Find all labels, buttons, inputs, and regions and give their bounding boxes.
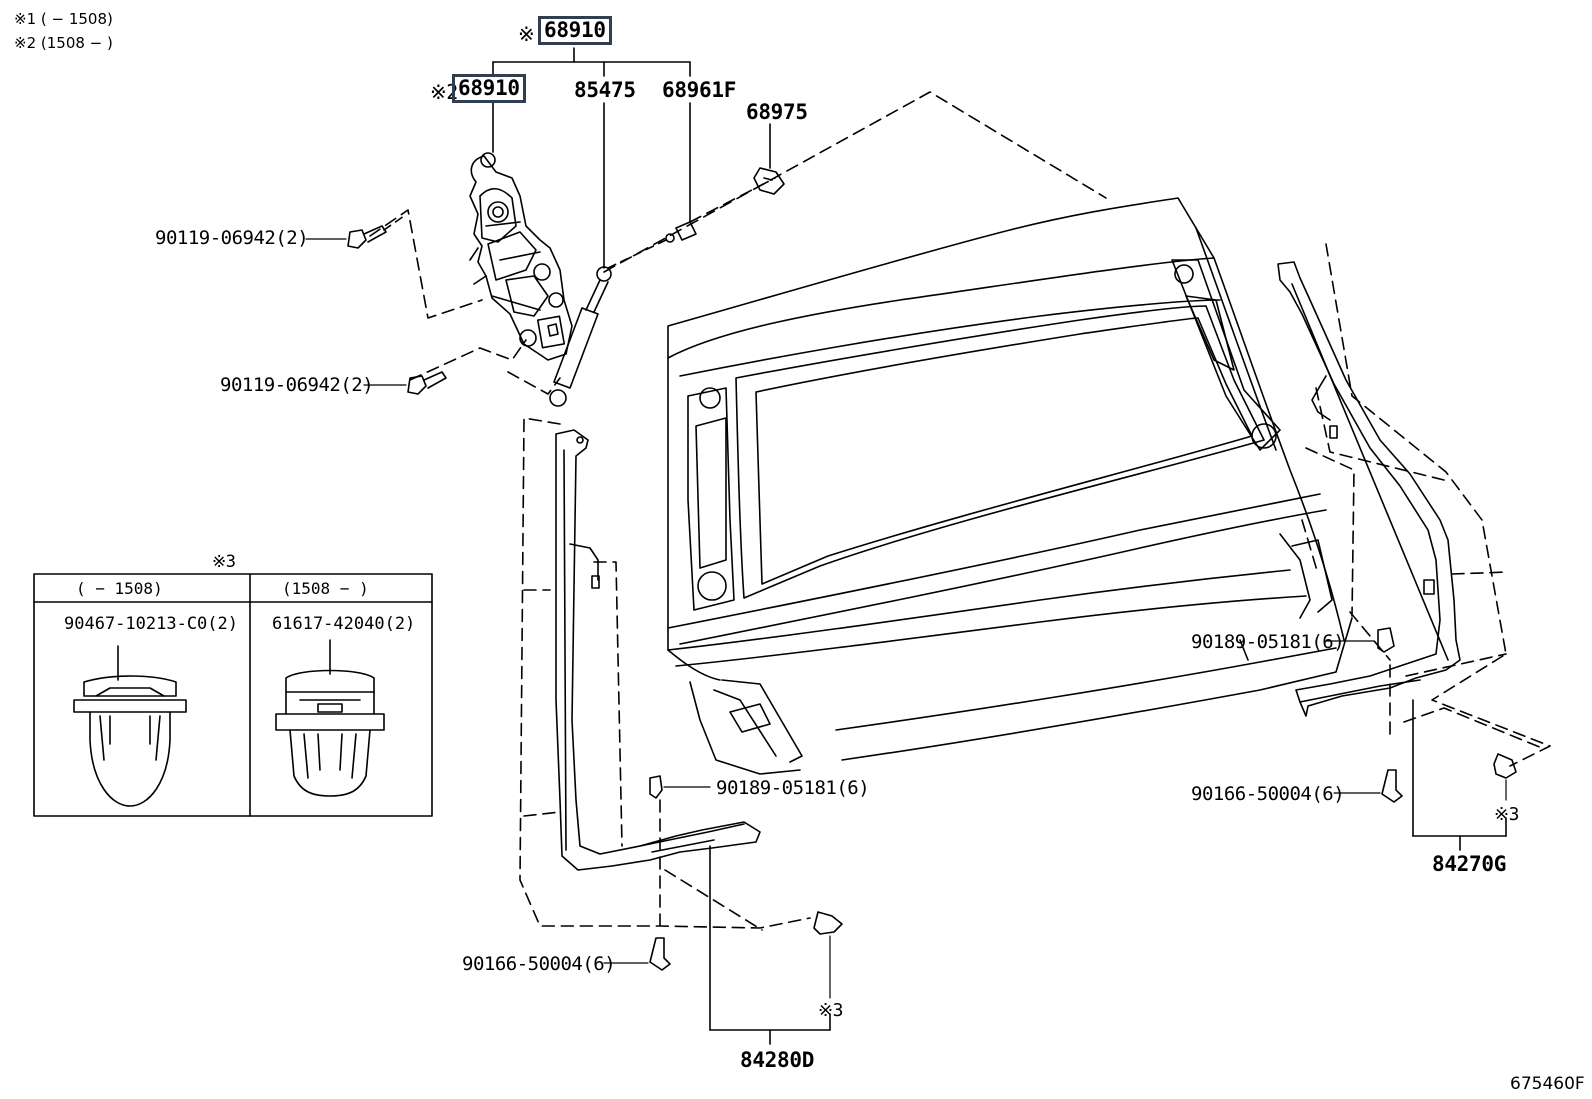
bracket-84280D xyxy=(709,845,831,1045)
callout-90119-lower[interactable]: 90119-06942(2) xyxy=(220,374,374,396)
clip-table-period-2: (1508 − ) xyxy=(282,579,369,598)
clip-table-frame xyxy=(33,573,433,817)
clip-table-part-1[interactable]: 90467-10213-C0(2) xyxy=(64,614,238,634)
clip-table-heading: ※3 xyxy=(212,552,236,572)
callout-90119-upper[interactable]: 90119-06942(2) xyxy=(155,227,309,249)
callout-84270G[interactable]: 84270G xyxy=(1432,852,1507,876)
push-clip-right xyxy=(1493,753,1517,801)
ref-3-left: ※3 xyxy=(818,1000,843,1021)
gas-strut-85475 xyxy=(549,266,612,407)
bracket-84270G xyxy=(1412,699,1507,851)
tailgate-body xyxy=(667,197,1353,775)
note-2: ※2 (1508 − ) xyxy=(14,34,113,52)
callout-68910-top[interactable]: 68910 xyxy=(538,16,612,45)
callout-68910-left[interactable]: 68910 xyxy=(452,74,526,103)
lift-motor-assembly xyxy=(469,152,573,361)
callout-90166-left[interactable]: 90166-50004(6) xyxy=(462,953,616,975)
clip-90189-right xyxy=(1325,627,1395,653)
callout-90189-right[interactable]: 90189-05181(6) xyxy=(1191,631,1345,653)
push-clip-left xyxy=(813,911,843,999)
clip-table-part-2[interactable]: 61617-42040(2) xyxy=(272,614,416,634)
callout-68961F[interactable]: 68961F xyxy=(662,78,737,102)
clip-90189-left xyxy=(649,775,711,799)
callout-84280D[interactable]: 84280D xyxy=(740,1048,815,1072)
left-weatherstrip-84280D xyxy=(555,429,761,871)
ball-stud-68961F xyxy=(603,221,697,271)
bolt-90119-upper xyxy=(305,215,405,249)
callout-85475[interactable]: 85475 xyxy=(574,78,636,102)
figure-id: 675460F xyxy=(1510,1074,1585,1094)
callout-68975[interactable]: 68975 xyxy=(746,100,808,124)
ref-3-right: ※3 xyxy=(1494,804,1519,825)
clip-table-period-1: ( − 1508) xyxy=(76,579,163,598)
note-1: ※1 ( − 1508) xyxy=(14,10,113,28)
top-callout-bracket xyxy=(492,47,771,269)
screw-90166-left xyxy=(603,937,671,971)
tailgate-dashed-outline xyxy=(369,91,1551,931)
callout-90166-right[interactable]: 90166-50004(6) xyxy=(1191,783,1345,805)
right-weatherstrip-84270G xyxy=(1277,261,1461,717)
bolt-90119-lower xyxy=(363,371,447,395)
callout-68910-left-mark: ※2 xyxy=(430,80,458,104)
clip-68975 xyxy=(753,167,785,195)
callout-90189-left[interactable]: 90189-05181(6) xyxy=(716,777,870,799)
clip-61617-drawing xyxy=(275,639,385,797)
clip-90467-drawing xyxy=(73,645,187,807)
screw-90166-right xyxy=(1333,769,1403,803)
callout-68910-top-mark: ※ xyxy=(518,22,535,46)
